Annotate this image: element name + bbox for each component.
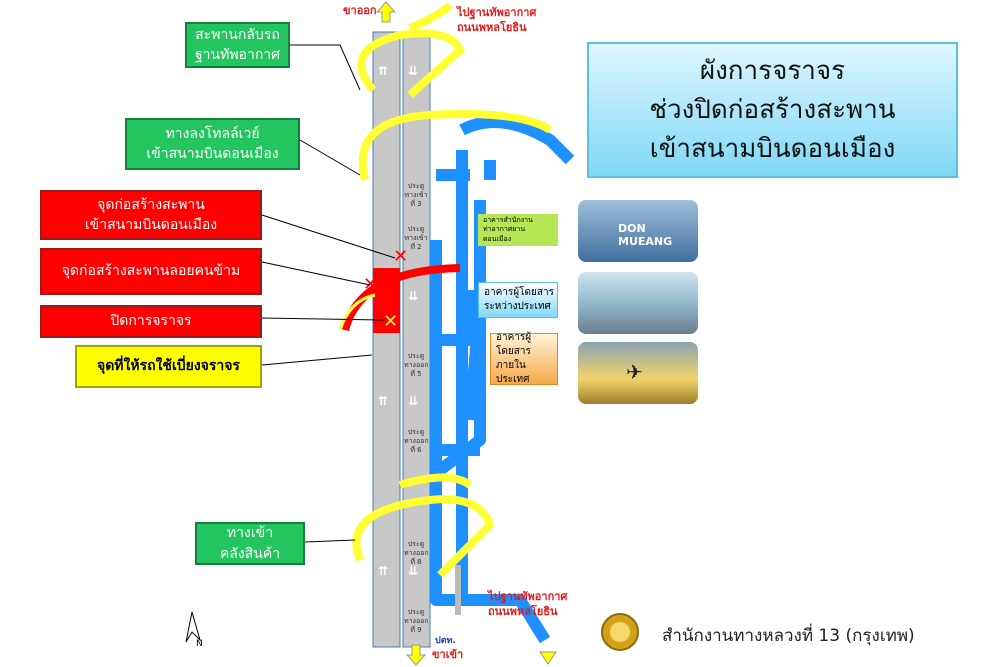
outbound-arrow <box>375 1 397 23</box>
label-line: ถนนพหลโยธิน <box>488 604 558 618</box>
callout-text: เข้าสนามบินดอนเมือง <box>146 146 279 162</box>
callout-text: สะพานกลับรถ <box>195 26 280 43</box>
inbound-label: ขาเข้า <box>432 648 464 661</box>
building-text: อาคารผู้โดยสาร <box>496 332 532 357</box>
callout-text: ปิดการจราจร <box>110 313 192 330</box>
office-building: อาคารสำนักงานท่าอากาศยานดอนเมือง <box>478 214 558 246</box>
exit-arrow <box>539 651 557 665</box>
ptt-station-label: ปตท. <box>435 636 456 646</box>
callout-text: จุดก่อสร้างสะพาน <box>97 196 205 213</box>
building-text: อาคารสำนักงาน <box>483 216 533 225</box>
callout-footbridge-site: จุดก่อสร้างสะพานลอยคนข้าม <box>40 248 262 295</box>
title-line: เข้าสนามบินดอนเมือง <box>649 133 896 164</box>
callout-bridge-site: จุดก่อสร้างสะพานเข้าสนามบินดอนเมือง <box>40 190 262 240</box>
to-airforce-top-label: ไปฐานทัพอากาศถนนพหลโยธิน <box>457 6 536 36</box>
gate-label: ประตูทางเข้าที่ 2 <box>404 225 428 252</box>
svg-text:⇊: ⇊ <box>408 64 418 78</box>
svg-text:✕: ✕ <box>363 274 378 295</box>
callout-cargo-entrance: ทางเข้าคลังสินค้า <box>195 522 305 565</box>
callout-text: เข้าสนามบินดอนเมือง <box>84 217 218 233</box>
lane-arrows: ⇈ ⇊ ⇊ ⇈ ⇊ ⇈ ⇊ <box>378 64 418 578</box>
building-text: ระหว่างประเทศ <box>484 301 551 312</box>
building-text: อาคารผู้โดยสาร <box>484 287 554 298</box>
callout-detour: จุดที่ให้รถใช้เบี่ยงจราจร <box>75 345 262 388</box>
gate-label: ประตูทางออกที่ 6 <box>404 428 429 455</box>
north-arrow-icon: N <box>185 611 203 649</box>
callout-text: ฐานทัพอากาศ <box>194 47 281 63</box>
to-airforce-bottom-label: ไปฐานทัพอากาศถนนพหลโยธิน <box>488 590 567 620</box>
svg-text:⇈: ⇈ <box>378 564 388 578</box>
gate-label: ประตูทางออกที่ 5 <box>404 352 429 379</box>
callout-road-closed: ปิดการจราจร <box>40 305 262 338</box>
svg-text:N: N <box>196 639 203 649</box>
building-text: ภายในประเทศ <box>496 360 530 385</box>
label-line: ถนนพหลโยธิน <box>457 20 527 34</box>
label-line: ไปฐานทัพอากาศ <box>488 590 568 603</box>
sign-text: DON MUEANG <box>618 222 673 248</box>
callout-tollway-exit: ทางลงโทลล์เวย์เข้าสนามบินดอนเมือง <box>125 118 300 170</box>
callout-text: จุดก่อสร้างสะพานลอยคนข้าม <box>61 263 241 280</box>
building-text: ดอนเมือง <box>483 234 512 243</box>
svg-text:✕: ✕ <box>383 311 398 332</box>
department-seal <box>601 613 639 651</box>
svg-text:⇊: ⇊ <box>408 394 418 408</box>
inbound-arrow <box>405 644 427 666</box>
label-line: ไปฐานทัพอากาศ <box>457 6 537 19</box>
ramps <box>352 2 553 578</box>
leader-lines <box>261 44 396 543</box>
callout-text: คลังสินค้า <box>219 545 281 562</box>
svg-text:✕: ✕ <box>393 246 408 267</box>
callout-text: ทางลงโทลล์เวย์ <box>165 125 260 142</box>
svg-text:⇈: ⇈ <box>378 64 388 78</box>
page-title: ผังการจราจรช่วงปิดก่อสร้างสะพานเข้าสนามบ… <box>587 42 958 178</box>
svg-text:⇊: ⇊ <box>408 289 418 303</box>
inbound-road <box>402 31 431 648</box>
airplane-photo: ✈ <box>578 342 698 404</box>
callout-uturn-bridge: สะพานกลับรถฐานทัพอากาศ <box>185 22 290 68</box>
building-text: ท่าอากาศยาน <box>483 225 526 234</box>
airport-sign-photo: DON MUEANG <box>578 200 698 262</box>
international-terminal: อาคารผู้โดยสารระหว่างประเทศ <box>478 282 558 318</box>
footer-organization: สำนักงานทางหลวงที่ 13 (กรุงเทพ) <box>662 626 915 646</box>
outbound-label: ขาออก <box>343 4 377 17</box>
domestic-terminal: อาคารผู้โดยสารภายในประเทศ <box>490 332 558 385</box>
callout-text: ทางเข้า <box>226 525 274 542</box>
svg-text:⇈: ⇈ <box>378 394 388 408</box>
gate-label: ประตูทางเข้าที่ 3 <box>404 182 428 209</box>
terminal-photo <box>578 272 698 334</box>
gate-label: ประตูทางออกที่ 9 <box>404 608 429 635</box>
closure-zone: ✕ ✕ ✕ <box>338 246 461 333</box>
title-line: ผังการจราจร <box>699 55 846 86</box>
title-line: ช่วงปิดก่อสร้างสะพาน <box>649 94 896 125</box>
callout-text: จุดที่ให้รถใช้เบี่ยงจราจร <box>97 358 240 375</box>
gate-label: ประตูทางออกที่ 8 <box>404 540 429 567</box>
svg-text:⇊: ⇊ <box>408 564 418 578</box>
